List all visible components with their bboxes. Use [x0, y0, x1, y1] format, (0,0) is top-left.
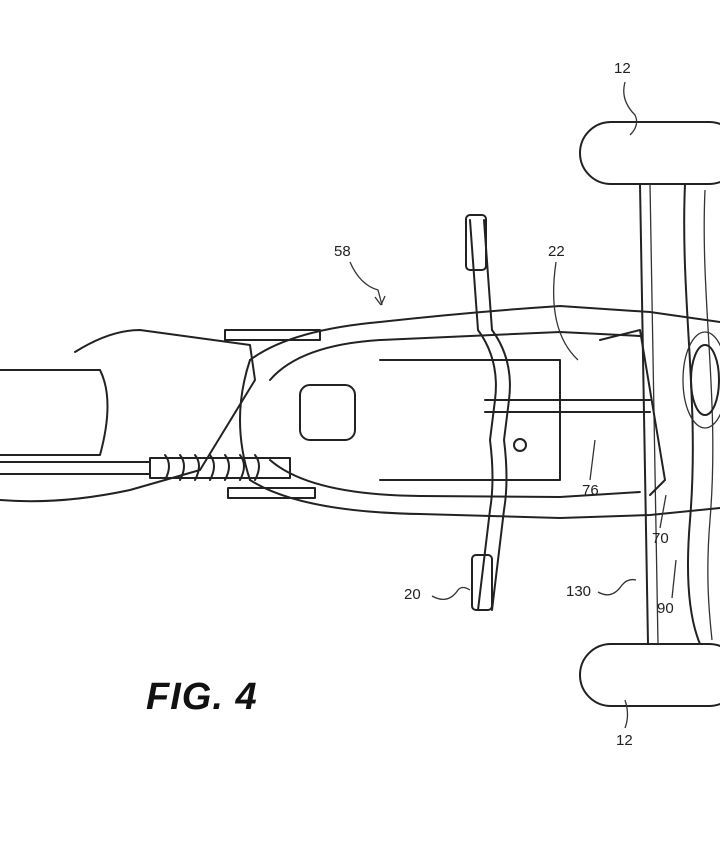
frame: [224, 305, 720, 519]
label-130: 130: [566, 583, 592, 600]
label-12-bottom: 12: [616, 732, 633, 749]
rear-body: [0, 329, 256, 503]
label-76: 76: [582, 482, 599, 499]
label-20: 20: [404, 586, 421, 603]
front-axle-assembly: [639, 183, 720, 645]
label-70: 70: [652, 530, 669, 547]
handlebar: [465, 214, 511, 611]
label-58: 58: [334, 243, 351, 260]
leader-lines: [349, 81, 677, 729]
figure-title: FIG. 4: [146, 676, 258, 718]
label-22: 22: [548, 243, 565, 260]
rear-shock: [0, 454, 291, 481]
seat: [0, 369, 109, 456]
label-12-top: 12: [614, 60, 631, 77]
wheel-top: [579, 121, 720, 185]
label-90: 90: [657, 600, 674, 617]
wheel-bottom: [579, 643, 720, 707]
